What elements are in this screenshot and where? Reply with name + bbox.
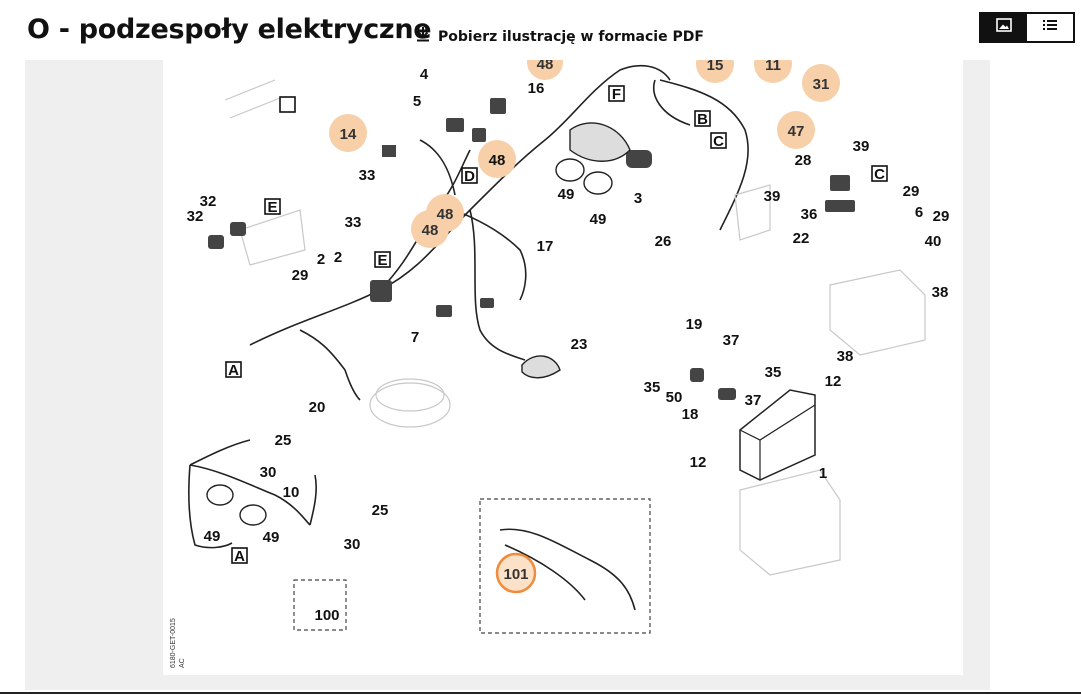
callout-label: 2 [317, 251, 325, 268]
callout-label: 49 [558, 186, 575, 203]
callout-label: 30 [260, 464, 277, 481]
callout-label: 29 [903, 183, 920, 200]
callout-label: 35 [765, 364, 782, 381]
callout-label: D [464, 168, 475, 185]
callout-circle-48-c[interactable] [411, 210, 449, 248]
callout-label: 38 [932, 284, 949, 301]
callout-label: 6 [915, 204, 923, 221]
download-pdf-label: Pobierz ilustrację w formacie PDF [438, 28, 704, 45]
callout-label: 100 [314, 607, 339, 624]
callout-label-highlighted: 11 [765, 60, 781, 74]
callout-label: 3 [634, 190, 642, 207]
callout-label: 5 [413, 93, 421, 110]
view-toggle [979, 12, 1075, 43]
callout-label: 30 [344, 536, 361, 553]
callout-label-highlighted: 15 [707, 60, 724, 74]
callout-label: 39 [853, 138, 870, 155]
callout-label: 48 [489, 152, 506, 169]
callout-label: 12 [690, 454, 707, 471]
callout-label: 37 [745, 392, 762, 409]
bottom-divider [0, 692, 1081, 694]
letter-boxes [225, 85, 888, 564]
highlighted-callouts [329, 44, 840, 594]
callout-label: 19 [686, 316, 703, 333]
callout-label: C [874, 166, 885, 183]
callout-label: 16 [528, 80, 545, 97]
callout-label: 2 [334, 249, 342, 266]
callout-circle-14[interactable] [329, 114, 367, 152]
callout-label: 25 [275, 432, 292, 449]
callout-label: A [228, 362, 239, 379]
callout-label-highlighted: 31 [813, 76, 830, 93]
callout-label: 49 [590, 211, 607, 228]
callout-label: E [267, 199, 277, 216]
list-icon [1042, 18, 1058, 37]
parts-diagram-svg: 4 5 16 F 33 D 48 49 49 3 B C 39 28 C 29 … [170, 44, 950, 668]
drawing-code: 6180-GET-0015 [170, 618, 177, 668]
callout-label: 40 [925, 233, 942, 250]
callout-label: 4 [420, 66, 429, 83]
callout-label: C [713, 133, 724, 150]
callout-label: 49 [204, 528, 221, 545]
callout-label: 29 [933, 208, 950, 225]
background-parts [224, 79, 926, 576]
callout-label: 38 [837, 348, 854, 365]
callout-label-highlighted: 47 [788, 123, 805, 140]
callout-label: 12 [825, 373, 842, 390]
callout-label: E [377, 252, 387, 269]
callout-label: 33 [359, 167, 376, 184]
detail-box-101 [479, 498, 651, 634]
callout-label: 18 [682, 406, 699, 423]
callout-label: 50 [666, 389, 683, 406]
callout-label: 33 [345, 214, 362, 231]
callout-label: 10 [283, 484, 300, 501]
callout-circle-31[interactable] [802, 64, 840, 102]
callout-label: 37 [723, 332, 740, 349]
callout-label: 17 [537, 238, 554, 255]
callout-label: 35 [644, 379, 661, 396]
callout-label: 1 [819, 465, 827, 482]
callout-circle-47[interactable] [777, 111, 815, 149]
callout-circle-48-a[interactable] [478, 140, 516, 178]
highlighted-callout-labels: 14 48 48 48 15 11 31 47 101 [340, 56, 830, 583]
callout-label: 25 [372, 502, 389, 519]
callout-label: 29 [292, 267, 309, 284]
callout-label-highlighted: 48 [422, 222, 439, 239]
rings-parts [206, 122, 631, 526]
callout-label: 7 [411, 329, 419, 346]
callout-label: A [234, 548, 245, 565]
callout-label-highlighted: 48 [537, 60, 554, 73]
callout-label: 39 [764, 188, 781, 205]
callout-label: 49 [263, 529, 280, 546]
callout-label: 22 [793, 230, 810, 247]
callout-label-highlighted: 101 [503, 566, 528, 583]
callout-labels: 4 5 16 F 33 D 48 49 49 3 B C 39 28 C 29 … [187, 66, 950, 624]
callout-label: B [697, 111, 708, 128]
download-icon [416, 26, 430, 47]
callout-label-highlighted: 14 [340, 126, 357, 143]
callout-label: 28 [795, 152, 812, 169]
callout-label: 36 [801, 206, 818, 223]
image-view-button[interactable] [981, 14, 1027, 41]
download-pdf-link[interactable]: Pobierz ilustrację w formacie PDF [416, 26, 704, 47]
callout-circle-101[interactable] [495, 552, 537, 594]
parts-diagram: 4 5 16 F 33 D 48 49 49 3 B C 39 28 C 29 … [163, 44, 963, 675]
callout-label: 32 [187, 208, 204, 225]
callout-label: 32 [200, 193, 217, 210]
callout-label: 20 [309, 399, 326, 416]
detail-box-100 [293, 579, 347, 631]
callout-label: F [612, 86, 621, 103]
image-icon [996, 18, 1012, 37]
list-view-button[interactable] [1027, 14, 1073, 41]
callout-label: 26 [655, 233, 672, 250]
battery-part [739, 389, 816, 481]
callout-label-highlighted: 48 [437, 206, 454, 223]
drawing-sub-code: AC [179, 658, 186, 668]
callout-label: 23 [571, 336, 588, 353]
page-title: O - podzespoły elektryczne [27, 14, 432, 45]
connector-parts [208, 98, 855, 400]
